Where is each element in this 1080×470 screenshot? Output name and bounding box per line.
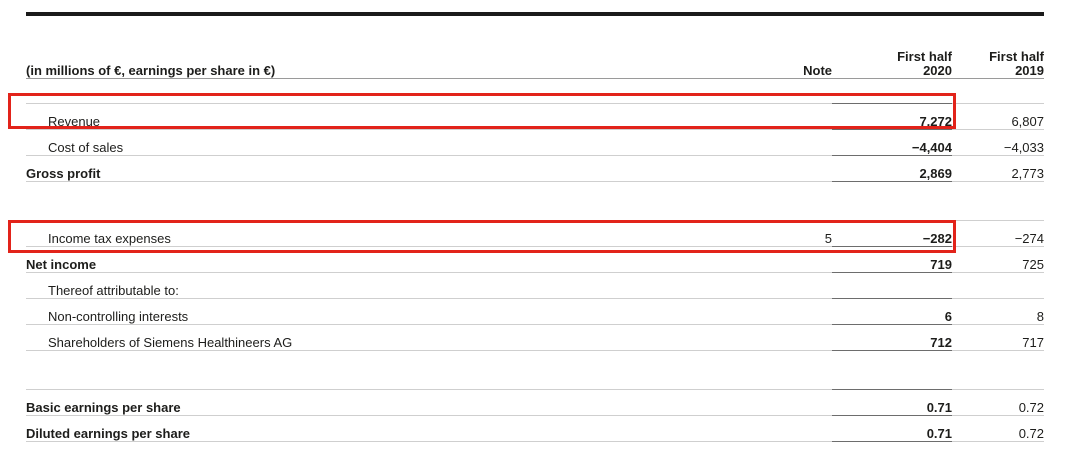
spacer-cell-2019 (952, 350, 1044, 390)
column-header-caption: (in millions of €, earnings per share in… (26, 34, 784, 79)
table-row: Income tax expenses 5 −282 −274 (26, 220, 1044, 247)
row-label-net-income: Net income (26, 246, 784, 273)
row-value-2019-thereof-attributable-to (952, 272, 1044, 299)
table-row: Revenue 7,272 6,807 (26, 103, 1044, 130)
row-label-revenue: Revenue (26, 103, 784, 130)
row-label-gross-profit: Gross profit (26, 155, 784, 182)
row-note-revenue (784, 103, 832, 130)
row-value-2019-gross-profit: 2,773 (952, 155, 1044, 182)
row-value-2020-thereof-attributable-to (832, 272, 952, 299)
row-value-2020-cost-of-sales: −4,404 (832, 129, 952, 156)
row-value-2019-net-income: 725 (952, 246, 1044, 273)
spacer-row-section-2 (26, 350, 1044, 390)
spacer-cell-label (26, 442, 784, 463)
table-header-row: (in millions of €, earnings per share in… (26, 34, 1044, 79)
table-row: Basic earnings per share 0.71 0.72 (26, 389, 1044, 416)
row-label-thereof-attributable-to: Thereof attributable to: (26, 272, 784, 299)
table-row: Shareholders of Siemens Healthineers AG … (26, 324, 1044, 351)
row-label-non-controlling-interests: Non-controlling interests (26, 298, 784, 325)
spacer-cell-2019 (952, 442, 1044, 463)
row-label-shareholders: Shareholders of Siemens Healthineers AG (26, 324, 784, 351)
table-row: Gross profit 2,869 2,773 (26, 155, 1044, 182)
table-row: Diluted earnings per share 0.71 0.72 (26, 415, 1044, 442)
column-header-year-2020-top: First half (897, 49, 952, 64)
spacer-row-section-3 (26, 462, 1044, 470)
row-value-2019-cost-of-sales: −4,033 (952, 129, 1044, 156)
spacer-cell-2019 (952, 462, 1044, 470)
spacer-cell-2020 (832, 78, 952, 104)
column-header-year-2019: First half 2019 (952, 34, 1044, 79)
spacer-cell-note (784, 442, 832, 463)
row-value-2019-diluted-eps: 0.72 (952, 415, 1044, 442)
column-header-year-2020-bottom: 2020 (923, 63, 952, 78)
table-row: Non-controlling interests 6 8 (26, 298, 1044, 325)
spacer-cell-2020 (832, 350, 952, 390)
row-note-cost-of-sales (784, 129, 832, 156)
row-label-income-tax-expenses: Income tax expenses (26, 220, 784, 247)
spacer-cell-label (26, 350, 784, 390)
spacer-cell-2020 (832, 442, 952, 463)
spacer-cell-2019 (952, 181, 1044, 221)
top-divider-rule (26, 12, 1044, 16)
financial-statement-table: (in millions of €, earnings per share in… (26, 34, 1044, 470)
row-value-2020-revenue: 7,272 (832, 103, 952, 130)
row-label-basic-eps: Basic earnings per share (26, 389, 784, 416)
spacer-cell-2020 (832, 181, 952, 221)
row-value-2019-shareholders: 717 (952, 324, 1044, 351)
spacer-cell-note (784, 181, 832, 221)
row-value-2020-basic-eps: 0.71 (832, 389, 952, 416)
spacer-cell-label (26, 181, 784, 221)
row-label-cost-of-sales: Cost of sales (26, 129, 784, 156)
table-row: Thereof attributable to: (26, 272, 1044, 299)
row-value-2020-net-income: 719 (832, 246, 952, 273)
spacer-cell-label (26, 462, 784, 470)
column-header-year-2019-bottom: 2019 (1015, 63, 1044, 78)
row-value-2019-income-tax-expenses: −274 (952, 220, 1044, 247)
row-note-gross-profit (784, 155, 832, 182)
spacer-row-top (26, 78, 1044, 104)
row-note-basic-eps (784, 389, 832, 416)
spacer-cell-note (784, 78, 832, 104)
row-note-shareholders (784, 324, 832, 351)
row-note-net-income (784, 246, 832, 273)
row-note-non-controlling-interests (784, 298, 832, 325)
row-value-2020-shareholders: 712 (832, 324, 952, 351)
table-row: Cost of sales −4,404 −4,033 (26, 129, 1044, 156)
spacer-cell-note (784, 350, 832, 390)
spacer-cell-label (26, 78, 784, 104)
row-note-thereof-attributable-to (784, 272, 832, 299)
row-value-2020-gross-profit: 2,869 (832, 155, 952, 182)
spacer-cell-note (784, 462, 832, 470)
row-value-2020-diluted-eps: 0.71 (832, 415, 952, 442)
table-row: Net income 719 725 (26, 246, 1044, 273)
row-value-2019-revenue: 6,807 (952, 103, 1044, 130)
row-value-2020-non-controlling-interests: 6 (832, 298, 952, 325)
row-note-income-tax-expenses: 5 (784, 220, 832, 247)
spacer-row-gap (26, 442, 1044, 463)
column-header-year-2019-top: First half (989, 49, 1044, 64)
spacer-cell-2019 (952, 78, 1044, 104)
row-value-2020-income-tax-expenses: −282 (832, 220, 952, 247)
spacer-cell-2020 (832, 462, 952, 470)
row-note-diluted-eps (784, 415, 832, 442)
column-header-year-2020: First half 2020 (832, 34, 952, 79)
row-value-2019-non-controlling-interests: 8 (952, 298, 1044, 325)
spacer-row-section-1 (26, 181, 1044, 221)
row-label-diluted-eps: Diluted earnings per share (26, 415, 784, 442)
column-header-note: Note (784, 34, 832, 79)
row-value-2019-basic-eps: 0.72 (952, 389, 1044, 416)
